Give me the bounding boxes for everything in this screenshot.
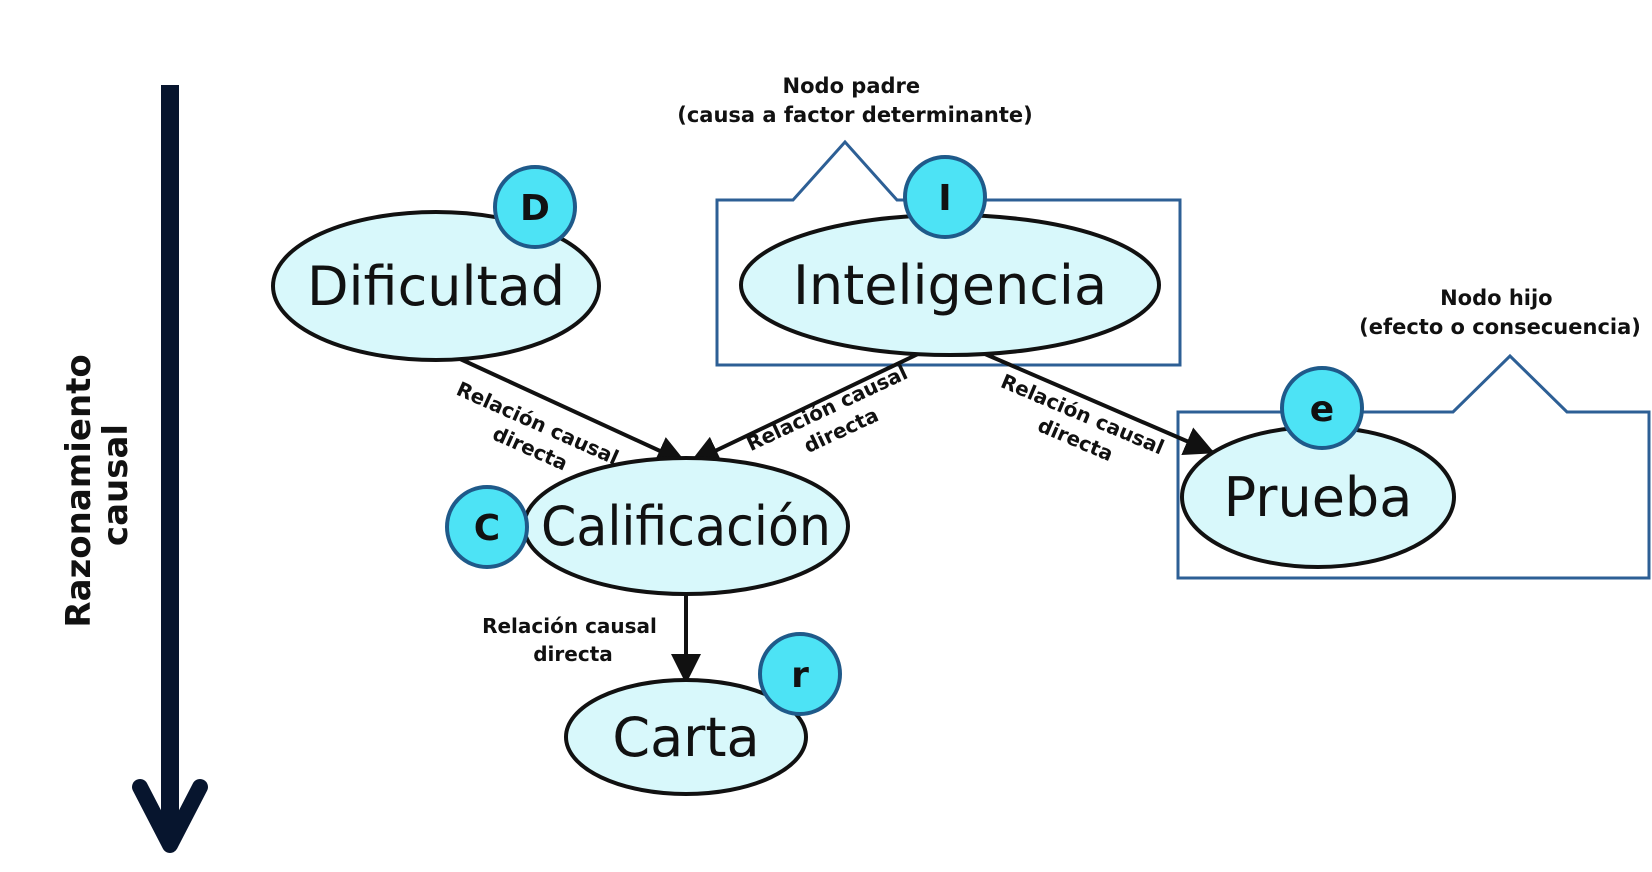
edge-dificultad-calificacion: [457, 356, 687, 465]
child-callout-line1: Nodo hijo: [1440, 286, 1553, 310]
edge-label-line1: Relación causal: [482, 614, 657, 638]
causal-reasoning-axis: Razonamiento causal: [59, 85, 208, 853]
node-inteligencia: Inteligencia: [739, 213, 1161, 357]
child-callout-text: Nodo hijo (efecto o consecuencia): [1359, 286, 1641, 339]
node-dificultad-label: Dificultad: [307, 255, 565, 318]
edge-inteligencia-calificacion: [689, 352, 919, 464]
badge-carta-circle: [758, 632, 842, 716]
parent-node-callout: [715, 139, 1182, 367]
badge-prueba-circle: [1280, 366, 1364, 450]
axis-label-line2: causal: [96, 424, 136, 546]
node-calificacion-label: Calificación: [541, 495, 831, 558]
node-prueba: Prueba: [1180, 425, 1456, 569]
badge-calificacion: C: [445, 485, 529, 569]
edge-label-inteligencia-prueba: Relación causal directa: [987, 369, 1174, 486]
badge-carta-letter: r: [791, 655, 809, 696]
badge-carta: r: [758, 632, 842, 716]
badge-dificultad: D: [493, 165, 577, 249]
badge-calificacion-letter: C: [474, 508, 500, 549]
badge-dificultad-letter: D: [520, 188, 550, 229]
badge-prueba: e: [1280, 366, 1364, 450]
badge-inteligencia: I: [903, 155, 987, 239]
edge-label-inteligencia-calificacion: Relación causal directa: [743, 357, 929, 479]
axis-arrow-head: [132, 779, 208, 853]
badge-prueba-letter: e: [1310, 389, 1334, 430]
axis-label: Razonamiento causal: [59, 342, 136, 627]
parent-callout-line2: (causa a factor determinante): [677, 103, 1032, 127]
node-dificultad-ellipse: [271, 210, 601, 362]
edge-label-calificacion-carta: Relación causal directa: [482, 614, 664, 666]
node-dificultad: Dificultad: [271, 210, 601, 362]
node-carta-ellipse: [564, 678, 808, 796]
axis-label-line1: Razonamiento: [59, 354, 99, 627]
badge-inteligencia-circle: [903, 155, 987, 239]
node-prueba-label: Prueba: [1224, 466, 1413, 529]
edge-inteligencia-prueba: [984, 352, 1215, 456]
node-inteligencia-label: Inteligencia: [793, 254, 1107, 317]
node-carta: Carta: [564, 678, 808, 796]
node-carta-label: Carta: [612, 706, 759, 769]
badge-inteligencia-letter: I: [938, 178, 951, 219]
badge-dificultad-circle: [493, 165, 577, 249]
parent-callout-line1: Nodo padre: [783, 74, 921, 98]
child-callout-line2: (efecto o consecuencia): [1359, 315, 1641, 339]
badge-calificacion-circle: [445, 485, 529, 569]
edge-label-line2: directa: [533, 642, 613, 666]
child-node-callout: [1176, 353, 1651, 580]
parent-callout-text: Nodo padre (causa a factor determinante): [677, 74, 1032, 127]
node-calificacion: Calificación: [522, 456, 850, 596]
